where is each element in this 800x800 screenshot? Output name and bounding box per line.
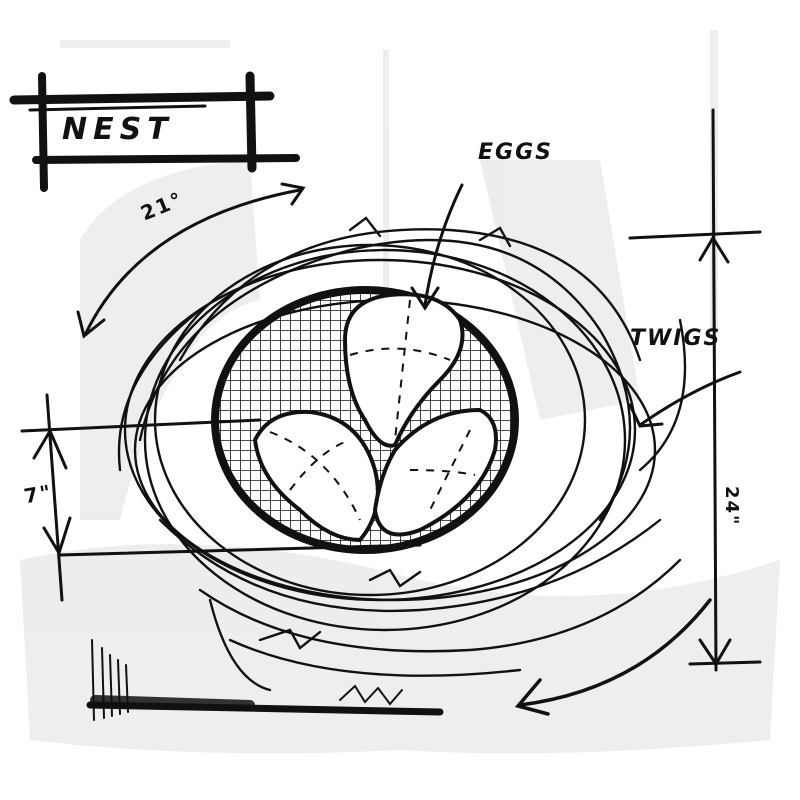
egg-bottom-right bbox=[372, 407, 498, 537]
height-dimension-label: 7" bbox=[22, 479, 55, 509]
nest-twigs bbox=[117, 216, 687, 692]
ground bbox=[86, 639, 444, 721]
eggs-arrow bbox=[410, 183, 464, 311]
title-label: NEST bbox=[62, 112, 174, 147]
twigs-label: TWIGS bbox=[630, 326, 722, 351]
width-dimension-label: 24" bbox=[721, 486, 742, 527]
title-box bbox=[9, 71, 300, 192]
bottom-arrow bbox=[514, 598, 712, 716]
egg-top bbox=[342, 292, 465, 448]
egg-dashes bbox=[269, 299, 476, 521]
eggs bbox=[252, 292, 498, 543]
twigs-arrow bbox=[628, 370, 742, 428]
eggs-label: EGGS bbox=[478, 140, 553, 165]
